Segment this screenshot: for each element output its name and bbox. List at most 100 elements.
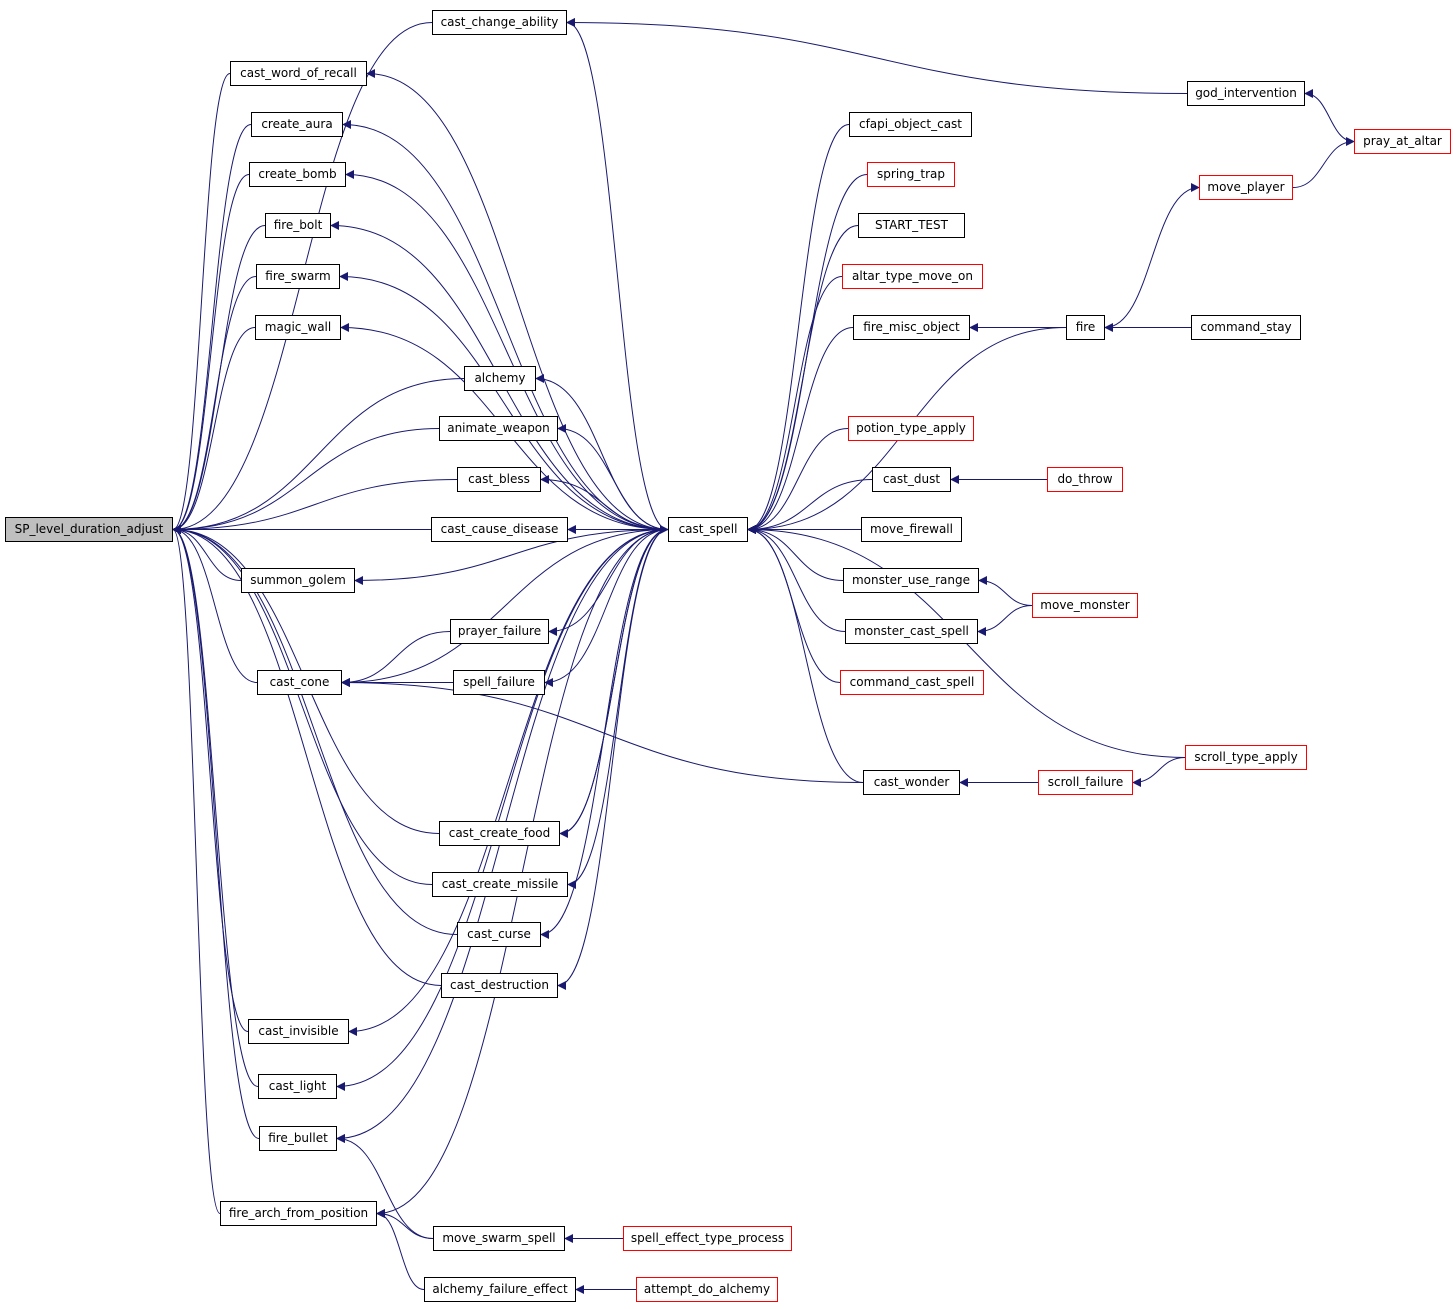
edge-cwonder-to-cspell	[747, 525, 864, 783]
edge-caura-to-sp	[172, 124, 252, 534]
node-fire[interactable]: fire	[1066, 315, 1105, 340]
node-monster-use-range[interactable]: monster_use_range	[843, 568, 979, 593]
node-cast-create-missile[interactable]: cast_create_missile	[432, 872, 568, 897]
node-sp-level-duration-adjust[interactable]: SP_level_duration_adjust	[5, 517, 173, 542]
edge-mcs-to-cspell	[747, 525, 846, 632]
node-monster-cast-spell[interactable]: monster_cast_spell	[845, 619, 978, 644]
node-magic-wall[interactable]: magic_wall	[255, 315, 341, 340]
node-cast-light[interactable]: cast_light	[258, 1074, 337, 1099]
node-fire-misc-object[interactable]: fire_misc_object	[853, 315, 970, 340]
edge-fswarm-to-sp	[172, 276, 257, 534]
node-cast-cone[interactable]: cast_cone	[257, 670, 342, 695]
edge-cfoc-to-cspell	[747, 124, 850, 534]
edge-cspell-to-cdest	[557, 529, 669, 990]
edge-cspell-to-alch	[535, 374, 669, 530]
edge-sta-to-sfailure	[1132, 757, 1186, 787]
edge-fmo-to-cspell	[747, 327, 854, 534]
node-alchemy-failure-effect[interactable]: alchemy_failure_effect	[424, 1277, 576, 1302]
edge-mmon-to-mur	[978, 576, 1033, 606]
edge-cinv-to-sp	[172, 525, 249, 1032]
edge-cspell-to-cbless	[540, 475, 669, 530]
node-cast-curse[interactable]: cast_curse	[457, 922, 541, 947]
node-fire-bolt[interactable]: fire_bolt	[265, 213, 331, 238]
edge-ccm-to-sp	[172, 525, 433, 885]
node-cast-invisible[interactable]: cast_invisible	[248, 1019, 349, 1044]
edge-ccf-to-cspell	[559, 525, 669, 834]
edge-fire-to-mplayer	[1104, 183, 1200, 328]
edge-atmo-to-cspell	[747, 276, 843, 534]
edge-pta-to-cspell	[747, 428, 849, 534]
node-animate-weapon[interactable]: animate_weapon	[439, 416, 558, 441]
edge-cspell-to-cwr	[366, 69, 669, 530]
edge-mmon-to-mcs	[977, 605, 1033, 636]
edge-cspell-to-cca	[566, 18, 669, 530]
node-cast-cause-disease[interactable]: cast_cause_disease	[431, 517, 568, 542]
node-summon-golem[interactable]: summon_golem	[241, 568, 355, 593]
edge-cwonder-to-cone	[341, 678, 864, 783]
node-prayer-failure[interactable]: prayer_failure	[450, 619, 549, 644]
edge-pfail-to-cone	[341, 631, 451, 687]
edge-cbomb-to-sp	[172, 174, 250, 534]
edge-cspell-to-fswarm	[339, 272, 669, 530]
edge-cspell-to-cinv	[348, 529, 669, 1036]
edge-cdest-to-sp	[172, 525, 442, 986]
edge-cspell-to-fafp	[376, 529, 669, 1218]
edge-cspell-to-cbomb	[345, 170, 669, 530]
node-start-test[interactable]: START_TEST	[858, 213, 965, 238]
node-cast-bless[interactable]: cast_bless	[457, 467, 541, 492]
edge-afe-to-fafp	[376, 1209, 425, 1290]
edge-stest-to-cspell	[747, 225, 859, 534]
node-move-monster[interactable]: move_monster	[1032, 593, 1138, 618]
node-spring-trap[interactable]: spring_trap	[867, 162, 955, 187]
edge-cdust-to-cspell	[747, 479, 873, 534]
node-scroll-failure[interactable]: scroll_failure	[1038, 770, 1133, 795]
edge-mwall-to-sp	[172, 327, 256, 534]
edge-cspell-to-clight	[336, 529, 669, 1091]
edge-fafp-to-sp	[172, 525, 221, 1214]
node-spell-effect-type-process[interactable]: spell_effect_type_process	[623, 1226, 792, 1251]
node-attempt-do-alchemy[interactable]: attempt_do_alchemy	[636, 1277, 778, 1302]
edge-cone-to-sp	[172, 525, 258, 683]
node-move-player[interactable]: move_player	[1199, 175, 1293, 200]
node-potion-type-apply[interactable]: potion_type_apply	[848, 416, 974, 441]
node-scroll-type-apply[interactable]: scroll_type_apply	[1185, 745, 1307, 770]
node-command-cast-spell[interactable]: command_cast_spell	[840, 670, 984, 695]
edge-sgolem-to-sp	[172, 525, 242, 581]
node-alchemy[interactable]: alchemy	[464, 366, 536, 391]
node-cast-create-food[interactable]: cast_create_food	[439, 821, 560, 846]
node-create-aura[interactable]: create_aura	[251, 112, 343, 137]
node-altar-type-move-on[interactable]: altar_type_move_on	[842, 264, 983, 289]
node-pray-at-altar[interactable]: pray_at_altar	[1354, 129, 1451, 154]
edge-cspell-to-ccm	[567, 529, 669, 889]
edge-cspell-to-anw	[557, 424, 669, 530]
node-move-firewall[interactable]: move_firewall	[861, 517, 962, 542]
node-cast-destruction[interactable]: cast_destruction	[441, 973, 558, 998]
edge-paa-to-goi	[1304, 89, 1355, 142]
edge-cspell-to-pfail	[548, 529, 669, 636]
edge-mss-to-fbullet	[336, 1134, 434, 1239]
node-fire-bullet[interactable]: fire_bullet	[259, 1126, 337, 1151]
node-cfapi-object-cast[interactable]: cfapi_object_cast	[849, 112, 972, 137]
edge-cspell-to-sgolem	[354, 529, 669, 585]
edge-mur-to-cspell	[747, 525, 844, 581]
node-fire-swarm[interactable]: fire_swarm	[256, 264, 340, 289]
node-god-intervention[interactable]: god_intervention	[1187, 81, 1305, 106]
edge-alch-to-sp	[172, 378, 465, 534]
node-spell-failure[interactable]: spell_failure	[453, 670, 545, 695]
edge-mplayer-to-paa	[1292, 137, 1355, 188]
node-create-bomb[interactable]: create_bomb	[249, 162, 346, 187]
node-move-swarm-spell[interactable]: move_swarm_spell	[433, 1226, 565, 1251]
node-cast-dust[interactable]: cast_dust	[872, 467, 951, 492]
node-command-stay[interactable]: command_stay	[1191, 315, 1301, 340]
edge-ccs-to-cspell	[747, 525, 841, 683]
node-cast-spell[interactable]: cast_spell	[668, 517, 748, 542]
node-cast-change-ability[interactable]: cast_change_ability	[432, 10, 567, 35]
edge-cspell-to-cone	[341, 529, 669, 687]
node-fire-arch-from-position[interactable]: fire_arch_from_position	[220, 1201, 377, 1226]
node-cast-word-of-recall[interactable]: cast_word_of_recall	[230, 61, 367, 86]
edge-cspell-to-sfail	[544, 529, 669, 687]
node-do-throw[interactable]: do_throw	[1047, 467, 1123, 492]
node-cast-wonder[interactable]: cast_wonder	[863, 770, 960, 795]
